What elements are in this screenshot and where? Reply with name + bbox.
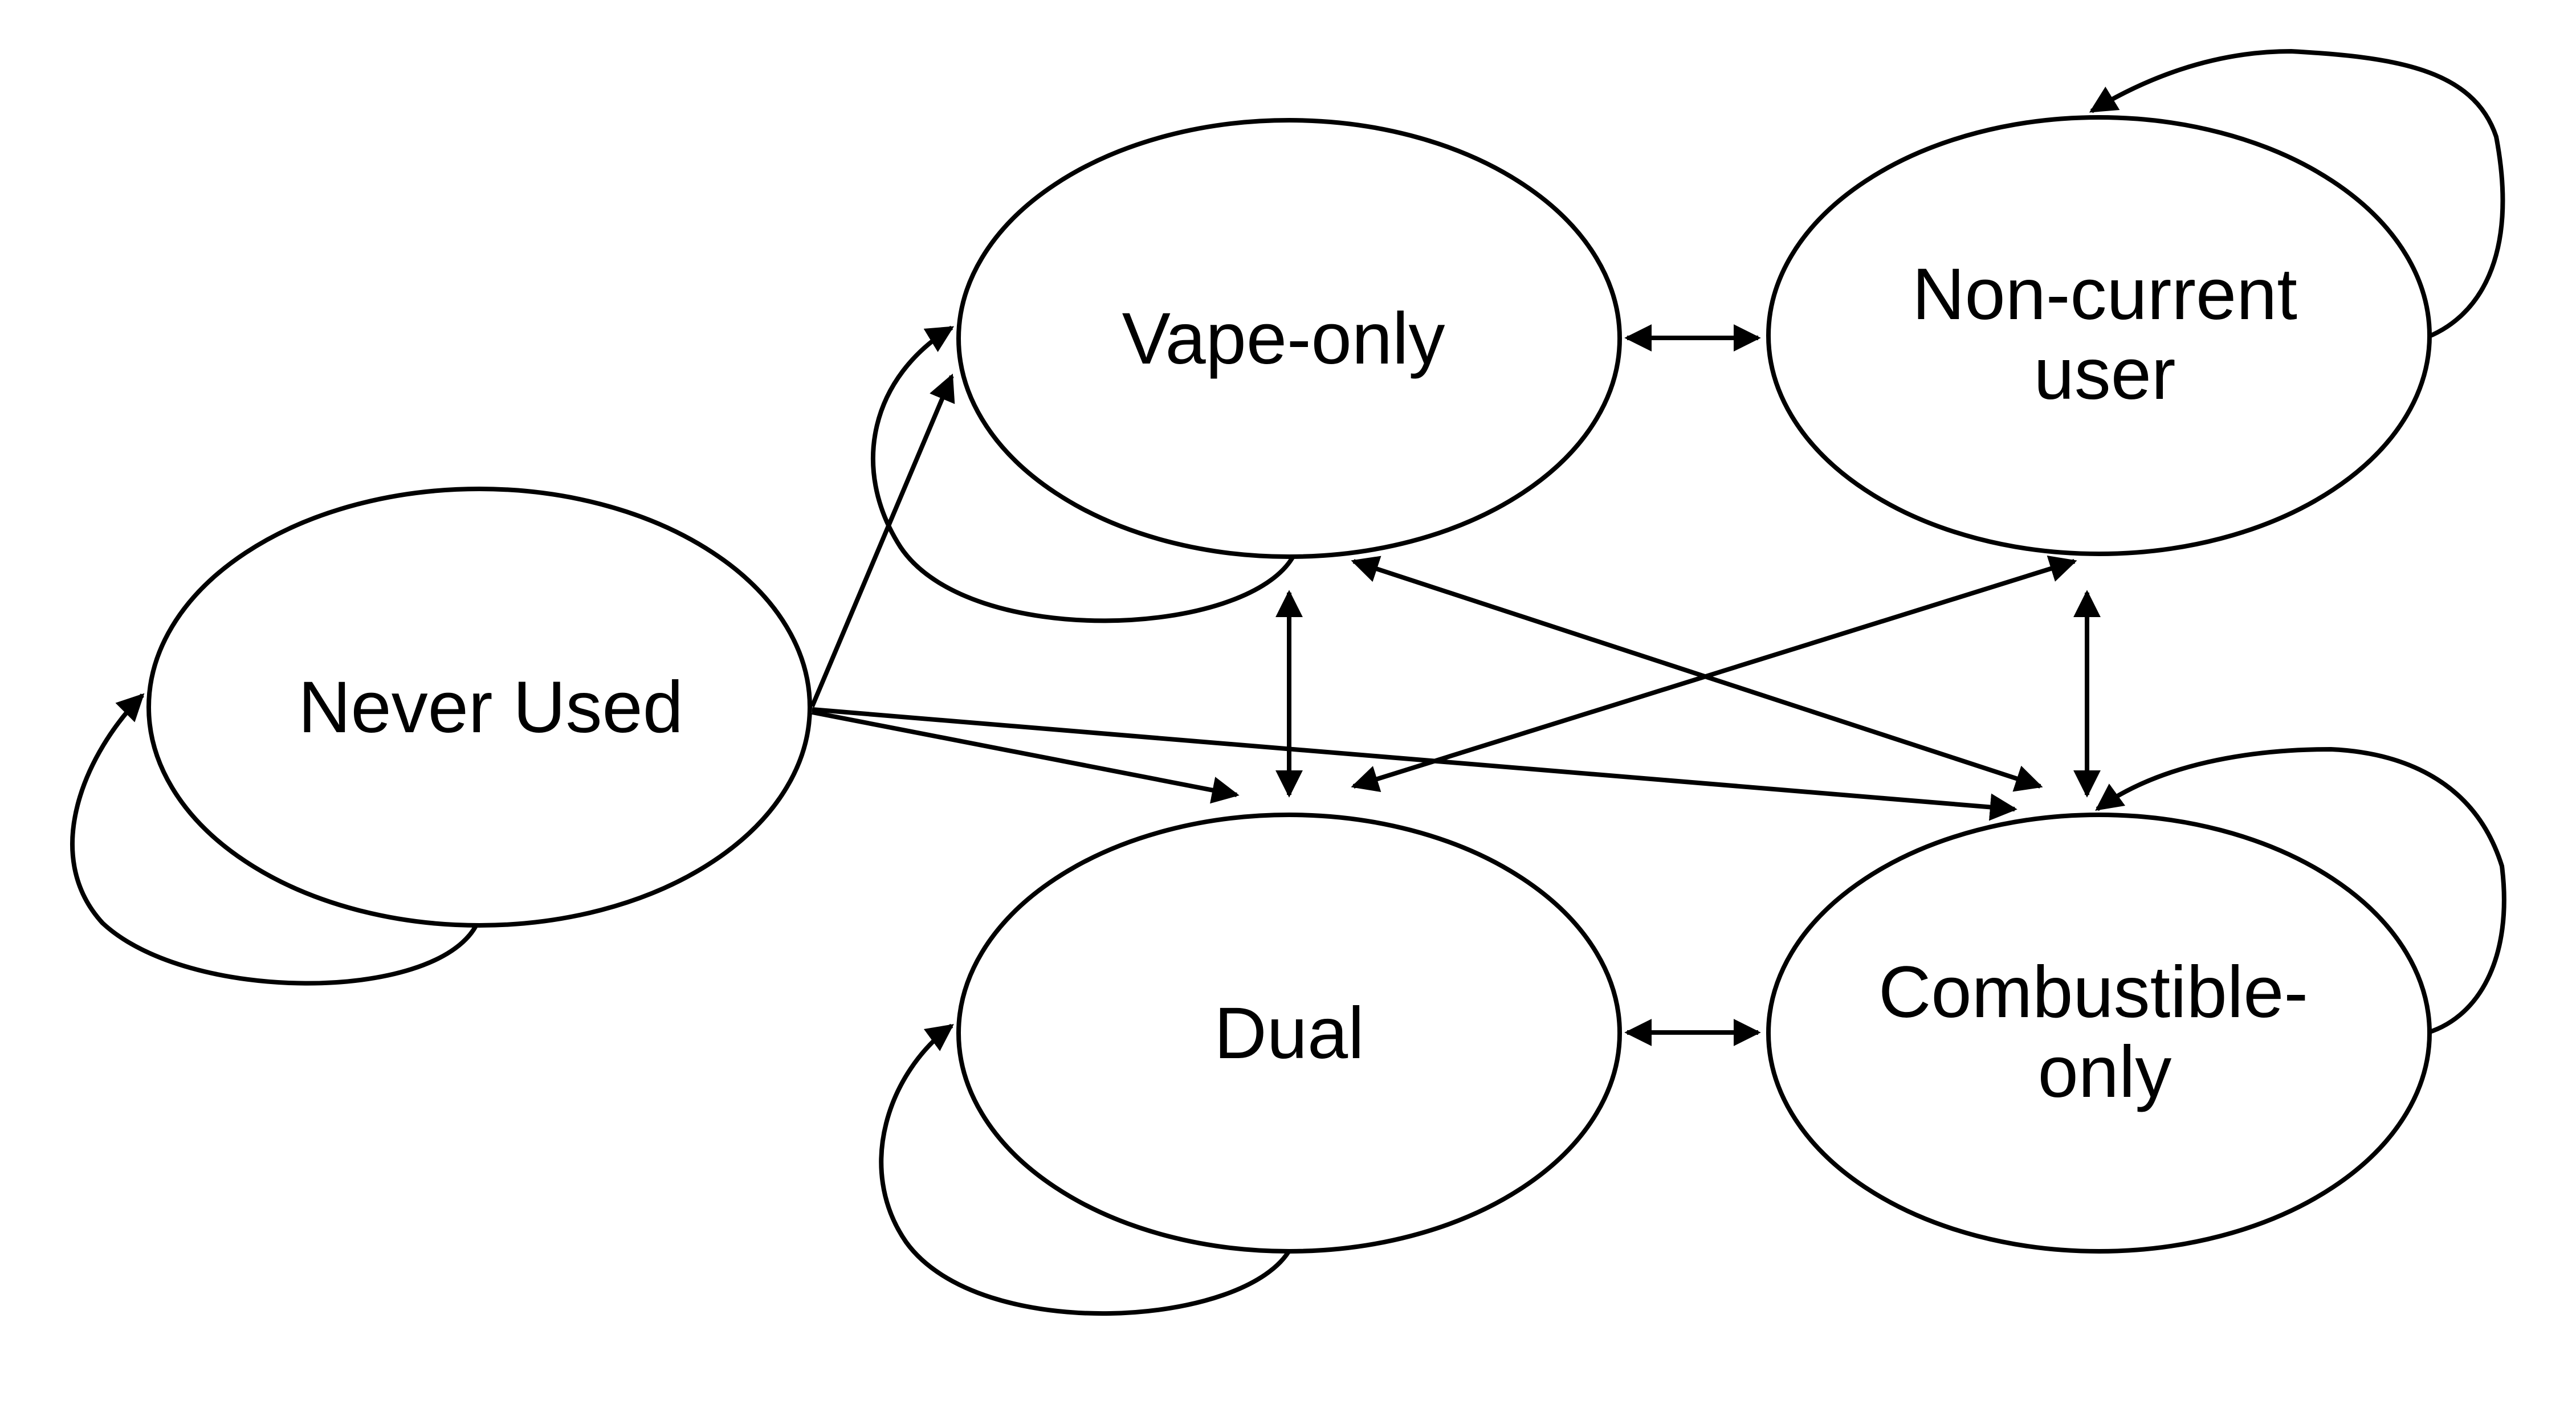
edge-vape-self-loop bbox=[871, 325, 1296, 623]
nodes: Never Used Vape-only Non-current user Du… bbox=[146, 115, 2432, 1254]
node-label-line1: Combustible- bbox=[1878, 952, 2308, 1033]
node-label-line2: user bbox=[2034, 333, 2176, 415]
edge-noncurrent-self-loop bbox=[2089, 48, 2505, 341]
node-label: Dual bbox=[1214, 993, 1364, 1074]
node-never-used: Never Used bbox=[146, 487, 812, 928]
edge-comb-self-loop bbox=[2095, 746, 2506, 1036]
edge-never-self-loop bbox=[70, 693, 478, 986]
node-non-current-user: Non-current user bbox=[1766, 115, 2432, 556]
node-label: Vape-only bbox=[1122, 298, 1445, 379]
node-combustible-only: Combustible- only bbox=[1766, 813, 2432, 1254]
node-vape-only: Vape-only bbox=[956, 118, 1622, 559]
edge-never-to-vape bbox=[810, 373, 955, 708]
edges bbox=[70, 48, 2506, 1316]
node-dual: Dual bbox=[956, 813, 1622, 1254]
edge-never-to-dual bbox=[812, 710, 1240, 804]
edge-noncurrent-dual bbox=[1351, 555, 2077, 793]
edge-never-to-comb bbox=[812, 707, 2017, 821]
node-label-line2: only bbox=[2038, 1031, 2172, 1113]
node-label-line1: Non-current bbox=[1912, 254, 2297, 335]
node-label: Never Used bbox=[298, 667, 683, 748]
edge-dual-self-loop bbox=[879, 1023, 1293, 1316]
